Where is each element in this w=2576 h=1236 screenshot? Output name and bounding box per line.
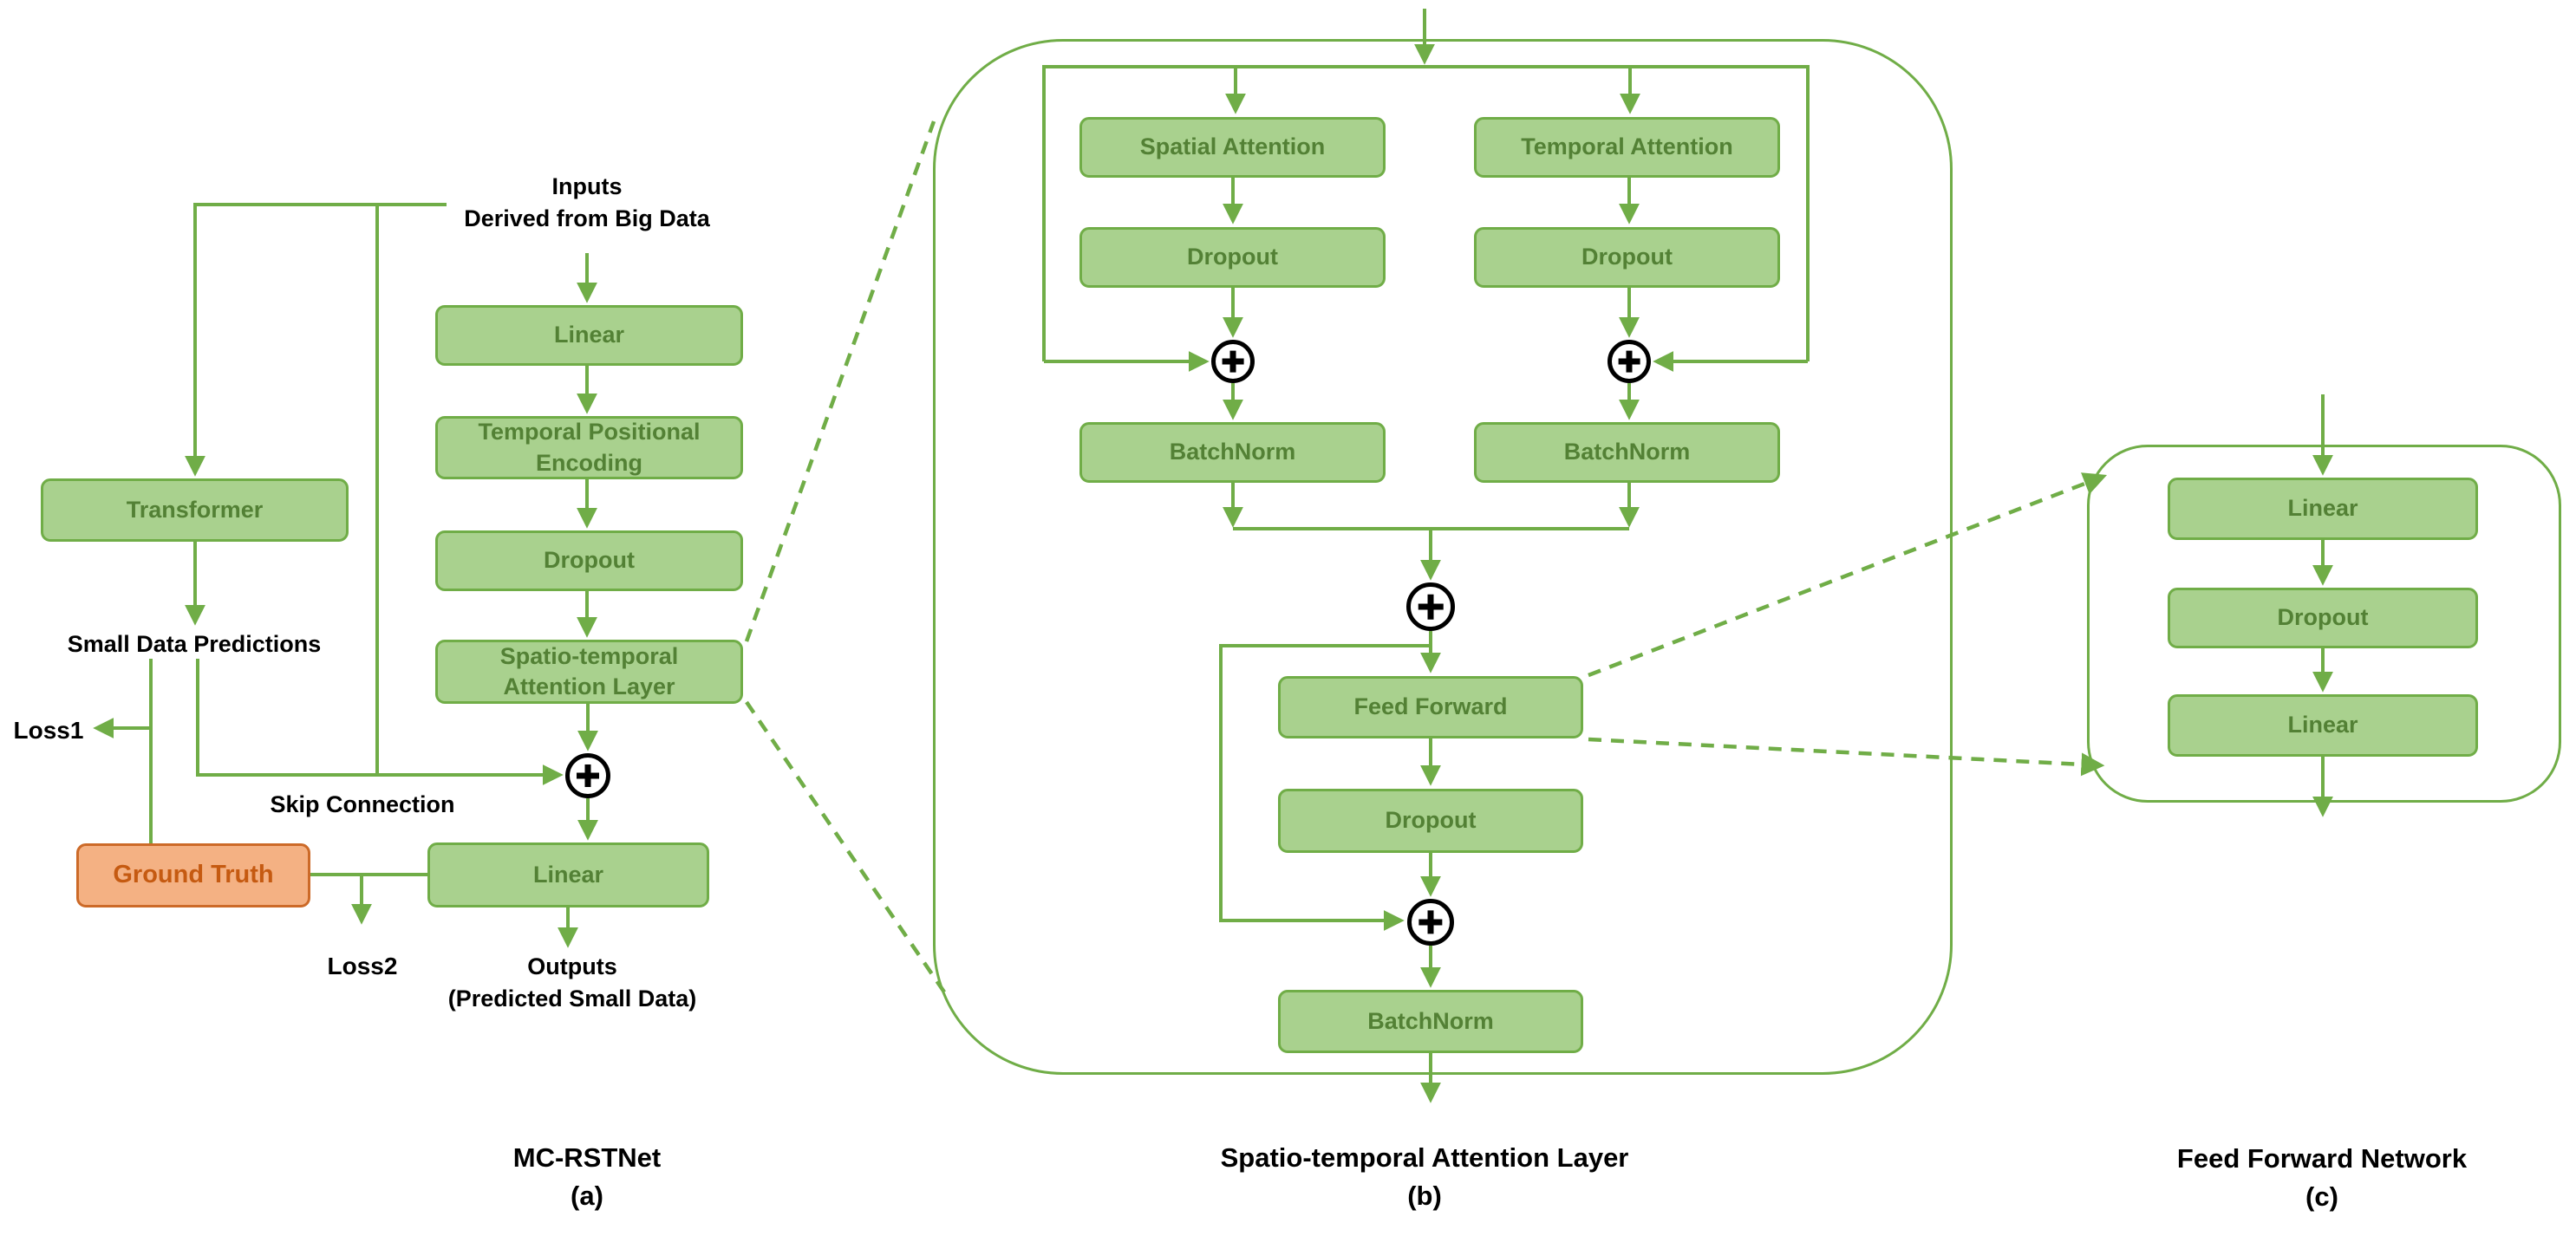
plus-icon: [1427, 594, 1434, 620]
plus-icon: [1626, 350, 1633, 373]
spatial-attention-box: Spatial Attention: [1079, 117, 1386, 178]
small-data-predictions-label: Small Data Predictions: [67, 631, 322, 657]
dropout-box-a: Dropout: [435, 530, 743, 591]
temporal-positional-encoding-box: Temporal Positional Encoding: [435, 416, 743, 479]
panel-b-title-text: Spatio-temporal Attention Layer: [1220, 1142, 1629, 1173]
spatio-temporal-attention-layer-box: Spatio-temporal Attention Layer: [435, 640, 743, 704]
panel-a-subtitle: (a): [571, 1181, 603, 1212]
batchnorm-out-box: BatchNorm: [1278, 990, 1583, 1053]
zoom-guide-lines: [744, 120, 2108, 995]
add-node-merge: [1406, 582, 1455, 631]
panel-c-subtitle: (c): [2305, 1181, 2338, 1213]
skip-connection-label: Skip Connection: [270, 791, 455, 817]
linear-1-box: Linear: [2168, 478, 2478, 540]
linear-top-box: Linear: [435, 305, 743, 366]
dropout-ff-box: Dropout: [1278, 789, 1583, 853]
plus-icon: [584, 764, 591, 788]
add-node-skip: [565, 753, 610, 798]
panel-a-wires: [93, 203, 598, 948]
panel-b-wires: [1042, 9, 1810, 1103]
dropout-temporal-box: Dropout: [1474, 227, 1780, 288]
outputs-label-line1: Outputs: [527, 953, 617, 979]
feed-forward-network-container: [2087, 445, 2561, 803]
temporal-attention-box: Temporal Attention: [1474, 117, 1780, 178]
plus-icon: [1427, 910, 1434, 934]
outputs-label: Outputs (Predicted Small Data): [399, 951, 746, 1016]
panel-a-title: MC-RSTNet (a): [414, 1139, 760, 1215]
add-node-spatial: [1211, 340, 1255, 383]
linear-bottom-box: Linear: [427, 842, 709, 907]
ground-truth-box: Ground Truth: [76, 843, 310, 907]
dropout-spatial-box: Dropout: [1079, 227, 1386, 288]
batchnorm-spatial-box: BatchNorm: [1079, 422, 1386, 483]
batchnorm-temporal-box: BatchNorm: [1474, 422, 1780, 483]
transformer-box: Transformer: [41, 478, 349, 542]
panel-c-title-text: Feed Forward Network: [2176, 1143, 2468, 1174]
dropout-box-c: Dropout: [2168, 588, 2478, 648]
linear-2-box: Linear: [2168, 694, 2478, 757]
inputs-label-line2: Derived from Big Data: [464, 205, 710, 232]
add-node-residual: [1407, 899, 1454, 946]
loss2-label: Loss2: [327, 953, 398, 979]
panel-b-subtitle: (b): [1407, 1181, 1442, 1212]
inputs-label-line1: Inputs: [551, 173, 623, 199]
plus-icon: [1229, 350, 1236, 373]
spatio-temporal-attention-layer-container: [933, 39, 1953, 1075]
panel-a-title-text: MC-RSTNet: [512, 1142, 662, 1173]
add-node-temporal: [1608, 340, 1651, 383]
inputs-label: Inputs Derived from Big Data: [431, 171, 743, 236]
panel-b-title: Spatio-temporal Attention Layer (b): [1164, 1139, 1685, 1215]
loss1-label: Loss1: [13, 717, 84, 744]
feed-forward-box: Feed Forward: [1278, 676, 1583, 738]
panel-c-title: Feed Forward Network (c): [2149, 1140, 2495, 1216]
outputs-label-line2: (Predicted Small Data): [447, 986, 697, 1012]
